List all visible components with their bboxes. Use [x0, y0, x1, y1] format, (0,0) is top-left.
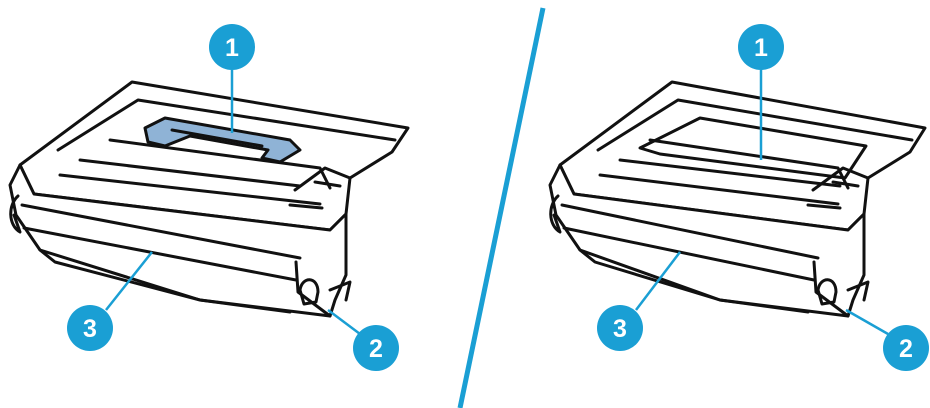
right-callout-1: 1	[738, 24, 784, 70]
panel-divider	[460, 8, 543, 408]
left-callout-2: 2	[353, 325, 399, 371]
right-callout-2-label: 2	[899, 335, 913, 363]
right-callout-3: 3	[597, 305, 643, 351]
right-leader-2	[846, 310, 888, 334]
right-callout-3-label: 3	[613, 315, 627, 343]
left-callout-3-label: 3	[83, 315, 97, 343]
right-callout-1-label: 1	[754, 34, 768, 62]
left-callout-1-label: 1	[225, 34, 239, 62]
right-cartridge	[550, 82, 925, 316]
right-callout-2: 2	[883, 325, 929, 371]
left-leader-2	[328, 310, 360, 334]
left-cartridge	[10, 82, 408, 316]
left-callout-1: 1	[209, 24, 255, 70]
left-callout-3: 3	[67, 305, 113, 351]
left-callout-2-label: 2	[369, 335, 383, 363]
